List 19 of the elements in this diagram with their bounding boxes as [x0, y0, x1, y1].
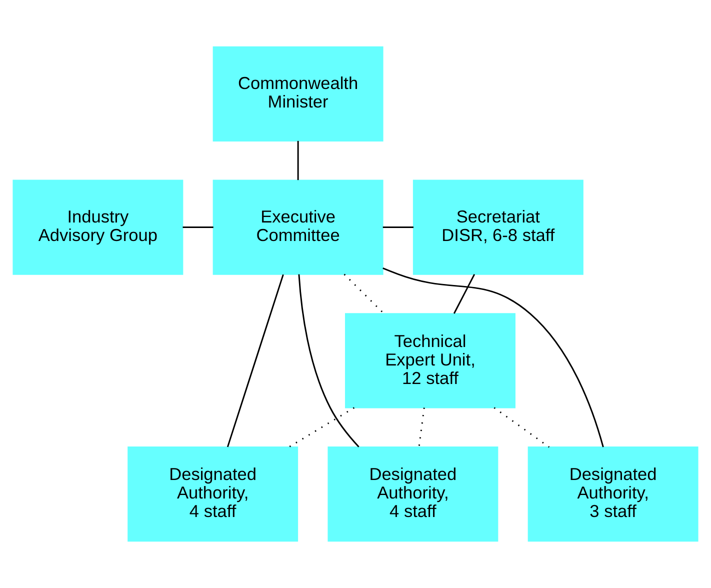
node-box: Industry Advisory Group [12, 180, 184, 275]
node-box: Secretariat DISR, 6-8 staff [412, 180, 584, 275]
node-box: Designated Authority, 4 staff [128, 446, 298, 542]
connector [453, 274, 476, 314]
connector [418, 408, 425, 447]
connector [382, 268, 604, 448]
node-box: Executive Committee [212, 180, 384, 275]
connector [297, 140, 299, 180]
connector [382, 226, 414, 228]
node-box: Designated Authority, 3 staff [528, 446, 698, 542]
connector [298, 274, 360, 448]
connector [182, 226, 214, 228]
node-box: Designated Authority, 4 staff [328, 446, 498, 542]
connector [344, 274, 384, 314]
connector [494, 407, 550, 448]
connector [288, 407, 355, 448]
node-box: Commonwealth Minister [212, 46, 384, 142]
node-box: Technical Expert Unit, 12 staff [345, 313, 516, 408]
connector [226, 274, 284, 448]
